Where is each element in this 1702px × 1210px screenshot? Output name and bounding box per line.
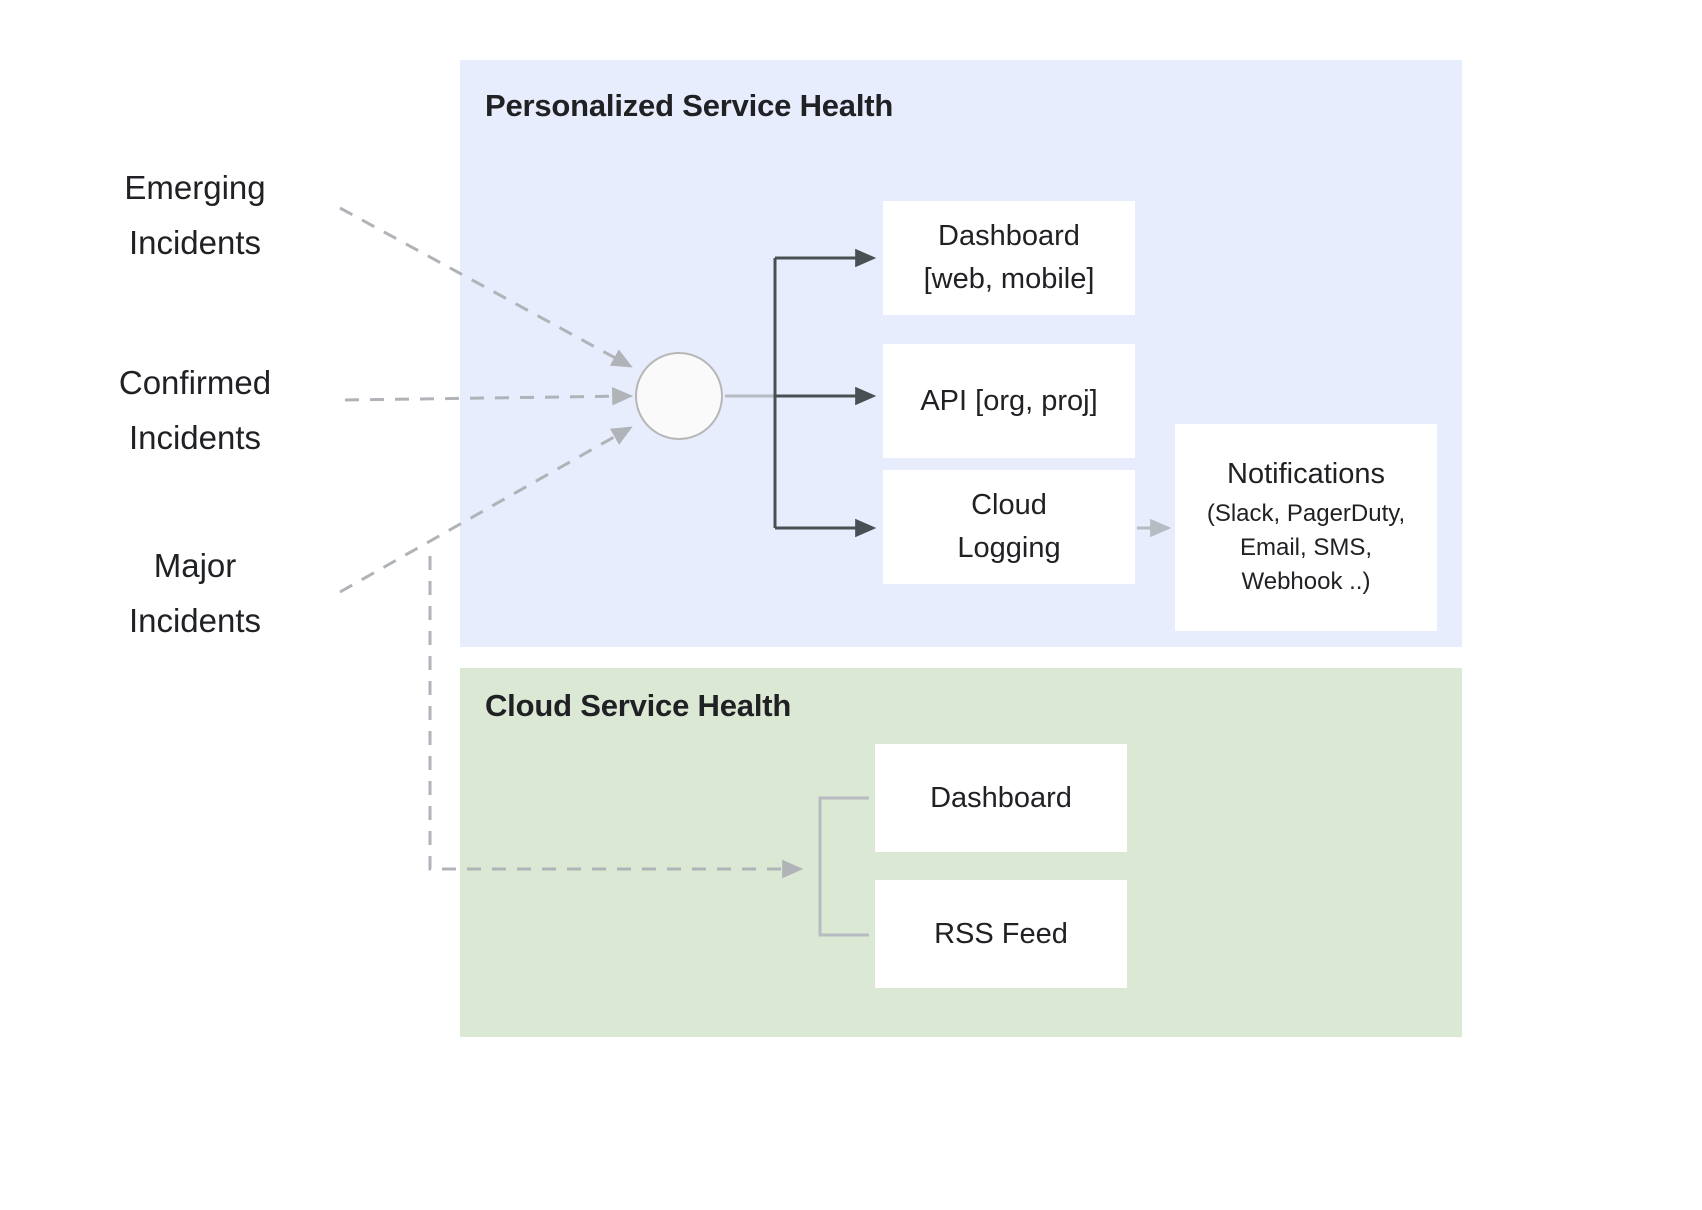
notifications-title: Notifications [1227,457,1385,490]
node-notifications[interactable]: Notifications (Slack, PagerDuty, Email, … [1175,424,1437,631]
source-label-major-incidents: Major Incidents [128,547,262,640]
aggregation-junction-node [635,352,723,440]
notifications-channels: (Slack, PagerDuty, Email, SMS, Webhook .… [1206,500,1406,596]
node-rss-feed[interactable]: RSS Feed [875,880,1127,988]
node-cloud-logging[interactable]: Cloud Logging [883,470,1135,584]
panel-personalized-title: Personalized Service Health [485,88,894,123]
source-label-confirmed-incidents: Confirmed Incidents [118,364,272,457]
panel-cloud-title: Cloud Service Health [485,688,792,723]
node-api-org-proj[interactable]: API [org, proj] [883,344,1135,458]
source-label-emerging-incidents: Emerging Incidents [124,169,266,262]
node-cloud-dashboard[interactable]: Dashboard [875,744,1127,852]
node-dashboard-web-mobile[interactable]: Dashboard [web, mobile] [883,201,1135,315]
